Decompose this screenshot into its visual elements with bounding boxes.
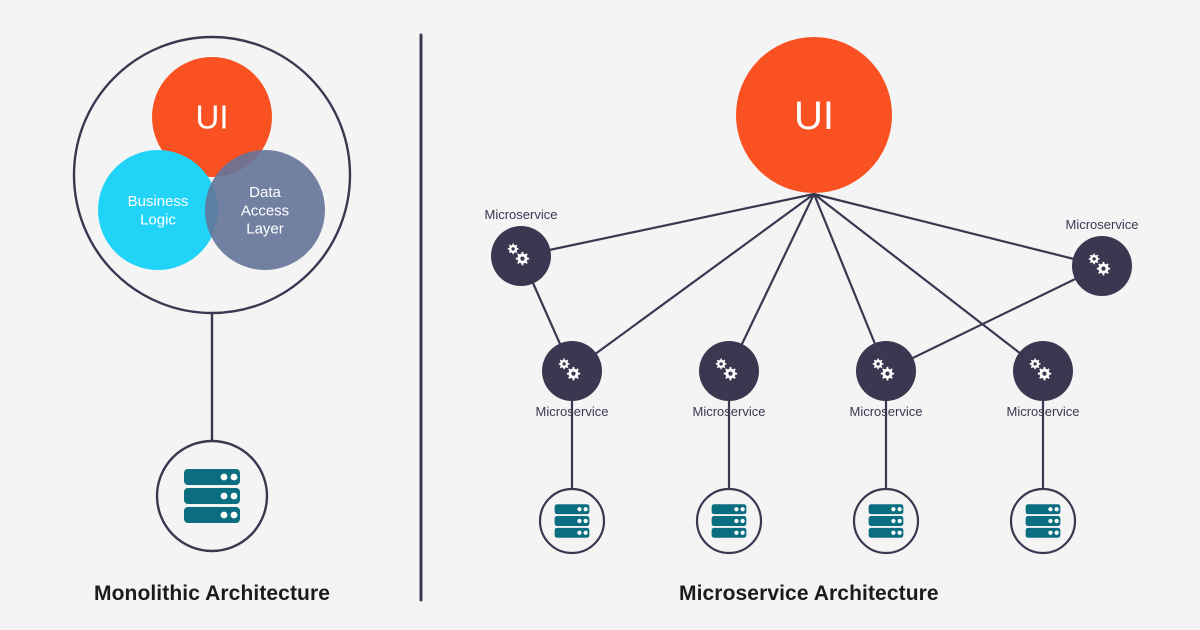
microservice-node-label: Microservice bbox=[485, 207, 558, 222]
monolith-layer-data-access[interactable] bbox=[205, 150, 325, 270]
microservice-caption: Microservice Architecture bbox=[679, 582, 939, 605]
monolith-database-ring[interactable] bbox=[155, 439, 269, 553]
microservice-database[interactable] bbox=[1009, 401, 1077, 555]
edge-hub-to-ms-bottom-4 bbox=[812, 192, 1045, 373]
edge-hub-to-ms-top-left bbox=[519, 192, 816, 258]
database-ring[interactable] bbox=[695, 487, 763, 555]
edge-ms-top-right-to-ms-bottom-3 bbox=[884, 264, 1104, 373]
monolith-layer-ui-label: UI bbox=[196, 99, 229, 136]
edge-hub-to-ms-top-right bbox=[812, 192, 1104, 268]
database-ring[interactable] bbox=[538, 487, 606, 555]
database-icon bbox=[868, 504, 904, 538]
microservice-node[interactable]: Microservice bbox=[536, 341, 609, 419]
microservice-node[interactable]: Microservice bbox=[1066, 217, 1139, 296]
database-ring[interactable] bbox=[852, 487, 920, 555]
microservice-database[interactable] bbox=[695, 401, 763, 555]
microservice-node-label: Microservice bbox=[1066, 217, 1139, 232]
edge-hub-to-ms-bottom-3 bbox=[812, 192, 888, 373]
monolith-layer-ui[interactable] bbox=[152, 57, 272, 177]
database-icon bbox=[711, 504, 747, 538]
monolith-caption: Monolithic Architecture bbox=[94, 582, 331, 605]
microservice-nodes: MicroserviceMicroserviceMicroserviceMicr… bbox=[485, 207, 1139, 419]
microservice-edges bbox=[519, 192, 1104, 373]
database-icon bbox=[554, 504, 590, 538]
microservice-hub-ui[interactable] bbox=[736, 37, 892, 193]
database-ring[interactable] bbox=[1009, 487, 1077, 555]
edge-hub-to-ms-bottom-2 bbox=[727, 192, 816, 373]
database-icon bbox=[1025, 504, 1061, 538]
microservice-hub-ui-label: UI bbox=[794, 94, 834, 138]
database-icon bbox=[184, 469, 240, 523]
edge-hub-to-ms-bottom-1 bbox=[570, 192, 816, 373]
microservice-node[interactable]: Microservice bbox=[485, 207, 558, 286]
microservice-database[interactable] bbox=[538, 401, 606, 555]
microservice-databases bbox=[538, 401, 1077, 555]
microservice-database[interactable] bbox=[852, 401, 920, 555]
monolith-layer-business-logic[interactable] bbox=[98, 150, 218, 270]
